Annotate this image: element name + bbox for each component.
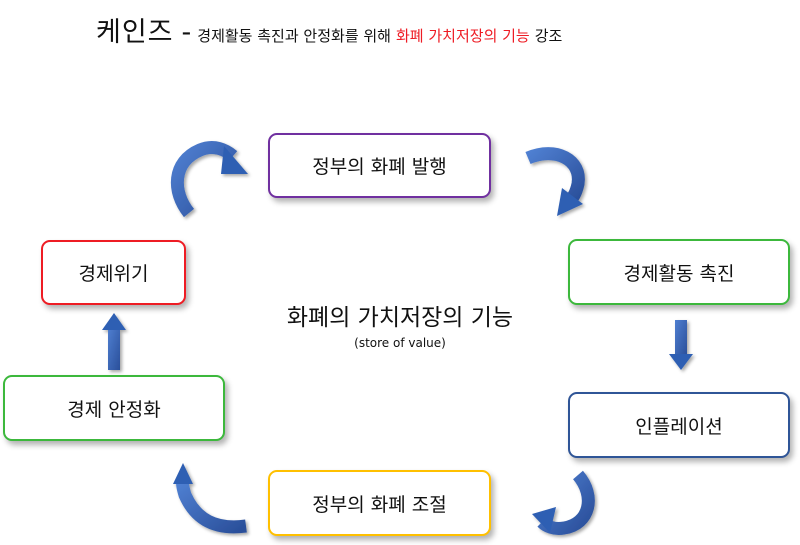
center-label: 화폐의 가치저장의 기능 xyxy=(286,305,514,331)
node-government-issue-label: 정부의 화폐 발행 xyxy=(312,156,447,178)
node-economic-crisis: 경제위기 xyxy=(41,240,186,305)
page-title: 케인즈 - 경제활동 촉진과 안정화를 위해 화폐 가치저장의 기능 강조 xyxy=(96,10,562,50)
node-inflation: 인플레이션 xyxy=(568,392,790,458)
node-economic-promotion-label: 경제활동 촉진 xyxy=(623,262,735,285)
curved-arrow-bottom-right xyxy=(532,470,595,535)
node-government-control: 정부의 화폐 조절 xyxy=(268,470,491,536)
title-highlight: 화폐 가치저장의 기능 xyxy=(396,27,530,45)
node-economic-stabilization-label: 경제 안정화 xyxy=(67,398,161,421)
node-economic-promotion: 경제활동 촉진 xyxy=(568,239,790,305)
curved-arrow-top-left xyxy=(170,141,248,218)
center-sublabel: (store of value) xyxy=(354,336,446,350)
curved-arrow-bottom-left xyxy=(173,463,247,534)
up-arrow-left xyxy=(102,313,126,370)
node-government-issue: 정부의 화폐 발행 xyxy=(268,133,491,198)
title-ending: 강조 xyxy=(534,27,563,45)
node-government-control-label: 정부의 화폐 조절 xyxy=(312,493,447,516)
title-name: 케인즈 xyxy=(96,17,174,48)
node-economic-crisis-label: 경제위기 xyxy=(78,263,149,285)
node-economic-stabilization: 경제 안정화 xyxy=(3,375,225,441)
node-inflation-label: 인플레이션 xyxy=(635,415,723,438)
curved-arrow-top-right xyxy=(525,147,585,216)
title-dash: - xyxy=(181,17,192,48)
title-subtitle: 경제활동 촉진과 안정화를 위해 xyxy=(197,27,391,45)
down-arrow-right xyxy=(669,320,693,370)
